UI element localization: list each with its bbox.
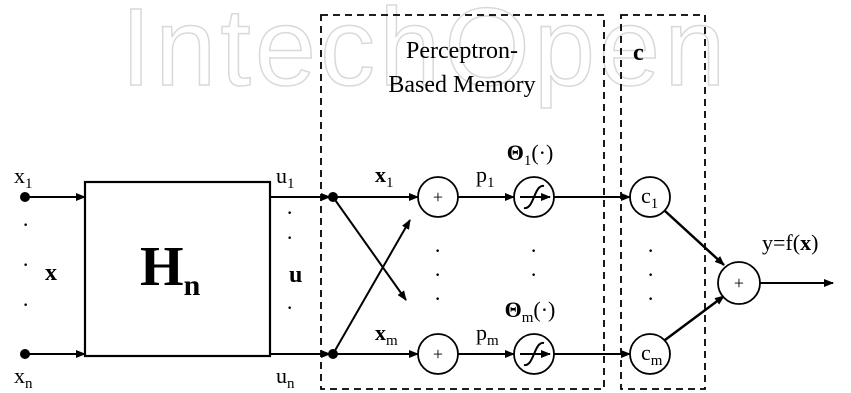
cm-node	[629, 333, 671, 375]
u-dot-1: ·	[286, 200, 293, 225]
hn-block	[83, 180, 272, 358]
output-sum-plus: +	[734, 273, 744, 293]
c1-to-output	[664, 210, 725, 266]
cm-label: cm	[641, 340, 663, 369]
p1-label: p1	[476, 162, 495, 191]
hn-label: Hn	[140, 236, 201, 302]
xbm-label: xm	[375, 320, 398, 349]
sum-node-1-plus: +	[433, 187, 443, 207]
xn-label: xn	[14, 363, 33, 392]
u-vector-label: u	[289, 262, 302, 288]
un-label: un	[276, 363, 295, 392]
c1-label: c1	[641, 183, 658, 212]
sum-dot-3: ·	[434, 286, 441, 311]
theta-1-label: Θ1(·)	[507, 140, 554, 169]
u-dot-2: ·	[286, 225, 293, 250]
output-label: y=f(x)	[762, 230, 818, 255]
perceptron-title-line2: Based Memory	[388, 72, 535, 98]
cross-1-to-sum-m	[332, 196, 407, 301]
watermark-text: IntechOpen	[121, 0, 730, 109]
input-dot-2: ·	[22, 252, 29, 277]
x1-label: x1	[14, 163, 33, 192]
c-dot-2: ·	[647, 262, 654, 287]
perceptron-memory-box	[320, 14, 605, 390]
input-dot-3: ·	[22, 292, 29, 317]
c-box-label: c	[633, 40, 644, 66]
c-box	[620, 14, 706, 390]
cross-m-to-sum-1	[332, 219, 411, 355]
sum-dot-1: ·	[434, 238, 441, 263]
xb1-label: x1	[375, 162, 394, 191]
input-dot-1: ·	[22, 212, 29, 237]
c-dot-1: ·	[647, 238, 654, 263]
sum-dot-2: ·	[434, 262, 441, 287]
theta-m-label: Θm(·)	[505, 297, 556, 326]
act-dot-2: ·	[530, 262, 537, 287]
pm-label: pm	[476, 320, 499, 349]
u1-label: u1	[276, 163, 295, 192]
perceptron-title-line1: Perceptron-	[406, 38, 518, 64]
c-dot-3: ·	[647, 286, 654, 311]
u-dot-3: ·	[286, 295, 293, 320]
sum-node-m-plus: +	[433, 344, 443, 364]
activation-node-1	[513, 176, 555, 218]
c1-node	[629, 176, 671, 218]
x-vector-label: x	[45, 260, 57, 286]
act-dot-1: ·	[530, 238, 537, 263]
activation-node-m	[513, 333, 555, 375]
cm-to-output	[664, 294, 725, 342]
